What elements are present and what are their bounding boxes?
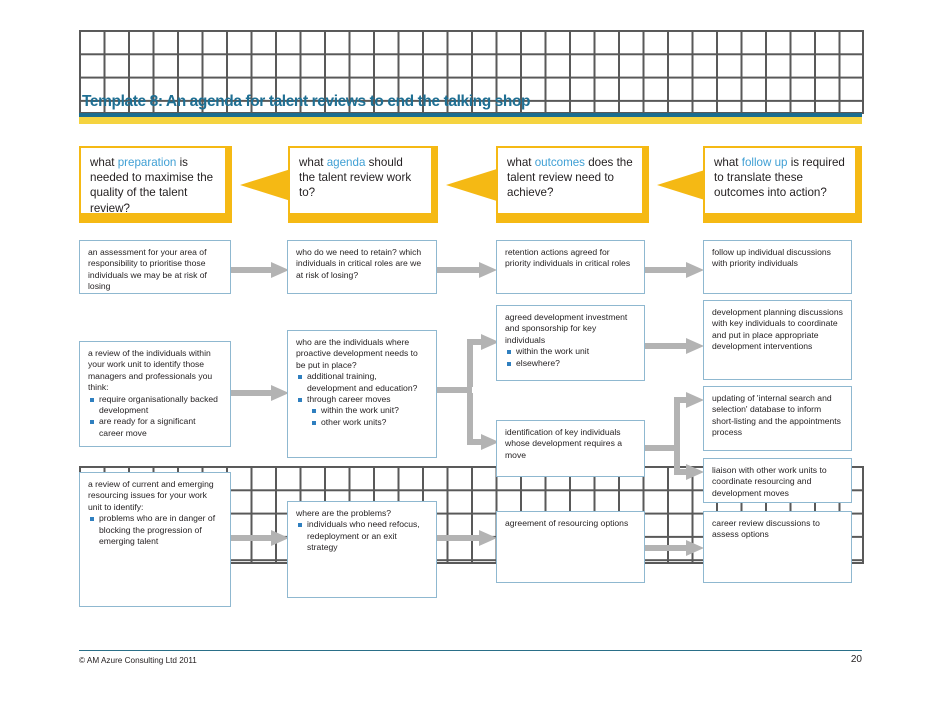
header-panel-follow-up[interactable]: what follow up is required to translate … xyxy=(703,146,862,223)
connector-c1r2-to-c2r2 xyxy=(231,385,289,401)
box-c4r2-text: development planning discussions with ke… xyxy=(712,307,843,352)
page-title: Template 8: An agenda for talent reviews… xyxy=(82,93,531,110)
footer-page-number: 20 xyxy=(850,654,862,665)
header-panel-preparation-text: what preparation is needed to maximise t… xyxy=(79,146,227,215)
box-c1r1-text: an assessment for your area of responsib… xyxy=(88,247,207,292)
box-c1r2-text: a review of the individuals within your … xyxy=(88,348,213,393)
connector-c2r1-to-c3r1 xyxy=(437,262,497,278)
box-c4r4-text: liaison with other work units to coordin… xyxy=(712,465,827,498)
box-c1r1[interactable]: an assessment for your area of responsib… xyxy=(79,240,231,294)
box-c4r5[interactable]: career review discussions to assess opti… xyxy=(703,511,852,583)
hp3-highlight: follow up xyxy=(741,156,788,169)
connector-c3r3-branch xyxy=(645,388,704,498)
box-c3r4[interactable]: agreement of resourcing options xyxy=(496,511,645,583)
box-c1r3-bullets: problems who are in danger of blocking t… xyxy=(88,513,222,547)
header-panel-preparation[interactable]: what preparation is needed to maximise t… xyxy=(79,146,232,223)
hp3-pre: what xyxy=(714,156,742,169)
list-item: through career moves xyxy=(296,394,428,405)
box-c1r3[interactable]: a review of current and emerging resourc… xyxy=(79,472,231,607)
hp3-post: is required to translate these outcomes … xyxy=(714,156,845,200)
box-c2r3[interactable]: where are the problems? individuals who … xyxy=(287,501,437,598)
box-c1r2-bullets: require organisationally backed developm… xyxy=(88,394,222,440)
header-panel-agenda-text: what agenda should the talent review wor… xyxy=(288,146,433,215)
footer-copyright: © AM Azure Consulting Ltd 2011 xyxy=(79,656,197,665)
connector-c1r1-to-c2r1 xyxy=(231,262,289,278)
header-arrow-3 xyxy=(649,168,711,202)
hp2-highlight: outcomes xyxy=(534,156,585,169)
box-c3r2-text: agreed development investment and sponso… xyxy=(505,312,628,345)
box-c4r2[interactable]: development planning discussions with ke… xyxy=(703,300,852,380)
box-c2r2-bullets: additional training, development and edu… xyxy=(296,371,428,405)
header-panel-follow-up-text: what follow up is required to translate … xyxy=(703,146,857,215)
box-c3r3-text: identification of key individuals whose … xyxy=(505,427,623,460)
header-panel-agenda[interactable]: what agenda should the talent review wor… xyxy=(288,146,438,223)
box-c4r1-text: follow up individual discussions with pr… xyxy=(712,247,831,269)
box-c2r3-text: where are the problems? xyxy=(296,508,392,518)
box-c2r2[interactable]: who are the individuals where proactive … xyxy=(287,330,437,458)
list-item: other work units? xyxy=(310,417,428,428)
connector-c3r2-to-c4r2 xyxy=(645,338,704,354)
box-c3r2-bullets: within the work unit elsewhere? xyxy=(505,346,636,369)
list-item: within the work unit? xyxy=(310,405,428,416)
header-panel-outcomes-text: what outcomes does the talent review nee… xyxy=(496,146,644,215)
box-c2r2-subbullets: within the work unit? other work units? xyxy=(310,405,428,428)
decorative-grid-top xyxy=(79,30,864,114)
box-c2r2-text: who are the individuals where proactive … xyxy=(296,337,418,370)
list-item: elsewhere? xyxy=(505,358,636,369)
title-rule xyxy=(79,113,862,117)
list-item: are ready for a significant career move xyxy=(88,416,222,439)
hp2-post: does the talent review need to achieve? xyxy=(507,156,633,200)
hp0-highlight: preparation xyxy=(117,156,177,169)
connector-c2r3-to-c3r4 xyxy=(437,530,497,546)
box-c2r1[interactable]: who do we need to retain? which individu… xyxy=(287,240,437,294)
box-c4r1[interactable]: follow up individual discussions with pr… xyxy=(703,240,852,294)
box-c3r2[interactable]: agreed development investment and sponso… xyxy=(496,305,645,381)
hp2-pre: what xyxy=(507,156,535,169)
box-c3r1[interactable]: retention actions agreed for priority in… xyxy=(496,240,645,294)
connector-c3r4-to-c4r5 xyxy=(645,540,704,556)
list-item: additional training, development and edu… xyxy=(296,371,428,394)
box-c4r3[interactable]: updating of 'internal search and selecti… xyxy=(703,386,852,451)
box-c4r4[interactable]: liaison with other work units to coordin… xyxy=(703,458,852,503)
connector-c1r3-to-c2r3 xyxy=(231,530,289,546)
box-c1r3-text: a review of current and emerging resourc… xyxy=(88,479,214,512)
title-yellow-band xyxy=(79,117,862,124)
connector-c3r1-to-c4r1 xyxy=(645,262,704,278)
hp0-post: is needed to maximise the quality of the… xyxy=(90,156,214,215)
box-c1r2[interactable]: a review of the individuals within your … xyxy=(79,341,231,447)
list-item: individuals who need refocus, redeployme… xyxy=(296,519,428,553)
list-item: require organisationally backed developm… xyxy=(88,394,222,417)
box-c2r3-bullets: individuals who need refocus, redeployme… xyxy=(296,519,428,553)
box-c2r1-text: who do we need to retain? which individu… xyxy=(296,247,422,280)
header-arrow-2 xyxy=(438,168,500,202)
box-c3r1-text: retention actions agreed for priority in… xyxy=(505,247,631,269)
header-panel-outcomes[interactable]: what outcomes does the talent review nee… xyxy=(496,146,649,223)
box-c4r3-text: updating of 'internal search and selecti… xyxy=(712,393,841,438)
list-item: within the work unit xyxy=(505,346,636,357)
hp1-highlight: agenda xyxy=(326,156,366,169)
list-item: problems who are in danger of blocking t… xyxy=(88,513,222,547)
box-c4r5-text: career review discussions to assess opti… xyxy=(712,518,820,540)
footer-rule xyxy=(79,650,862,651)
hp0-pre: what xyxy=(90,156,118,169)
hp1-post: should the talent review work to? xyxy=(299,156,412,200)
box-c3r3[interactable]: identification of key individuals whose … xyxy=(496,420,645,477)
connector-c2r2-branch xyxy=(437,334,499,458)
hp1-pre: what xyxy=(299,156,327,169)
box-c3r4-text: agreement of resourcing options xyxy=(505,518,629,528)
header-arrow-1 xyxy=(232,168,294,202)
